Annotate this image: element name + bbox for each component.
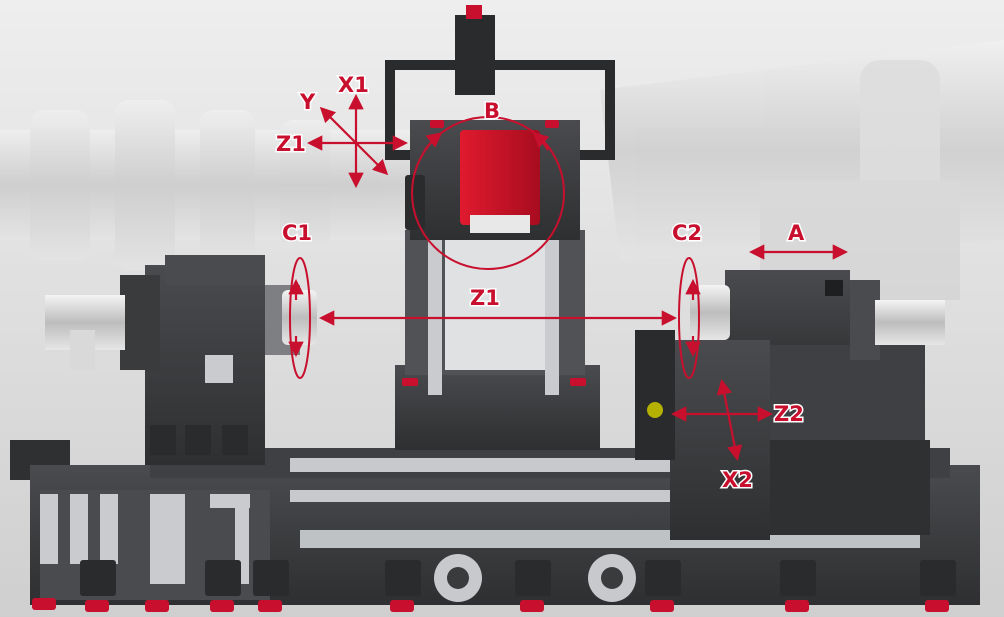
background-gears	[600, 40, 1004, 300]
axis-label-c1: C1	[282, 221, 312, 245]
axis-label-c2: C2	[672, 221, 702, 245]
axis-label-b: B	[484, 99, 500, 123]
left-base-feet	[150, 425, 248, 455]
axis-label-z1-upper: Z1	[276, 132, 306, 156]
axis-label-z2: Z2	[774, 402, 804, 426]
column-red-pads	[402, 120, 586, 386]
axis-label-x1: X1	[338, 73, 369, 97]
milling-column	[385, 5, 615, 450]
milling-spindle-head	[460, 130, 540, 225]
axis-arrows	[288, 93, 849, 462]
bed-round-ports	[434, 554, 636, 602]
axis-label-y: Y	[299, 90, 316, 114]
bed-pockets	[80, 560, 956, 596]
left-headstock	[45, 255, 317, 465]
axis-label-x2: X2	[722, 468, 753, 492]
axis-label-z1-center: Z1	[470, 286, 500, 310]
axis-label-a: A	[788, 221, 805, 245]
bed-feet	[32, 598, 949, 612]
axis-labels: X1 Y B Z1 C1 C2 A Z1 Z2 X2	[275, 72, 807, 494]
